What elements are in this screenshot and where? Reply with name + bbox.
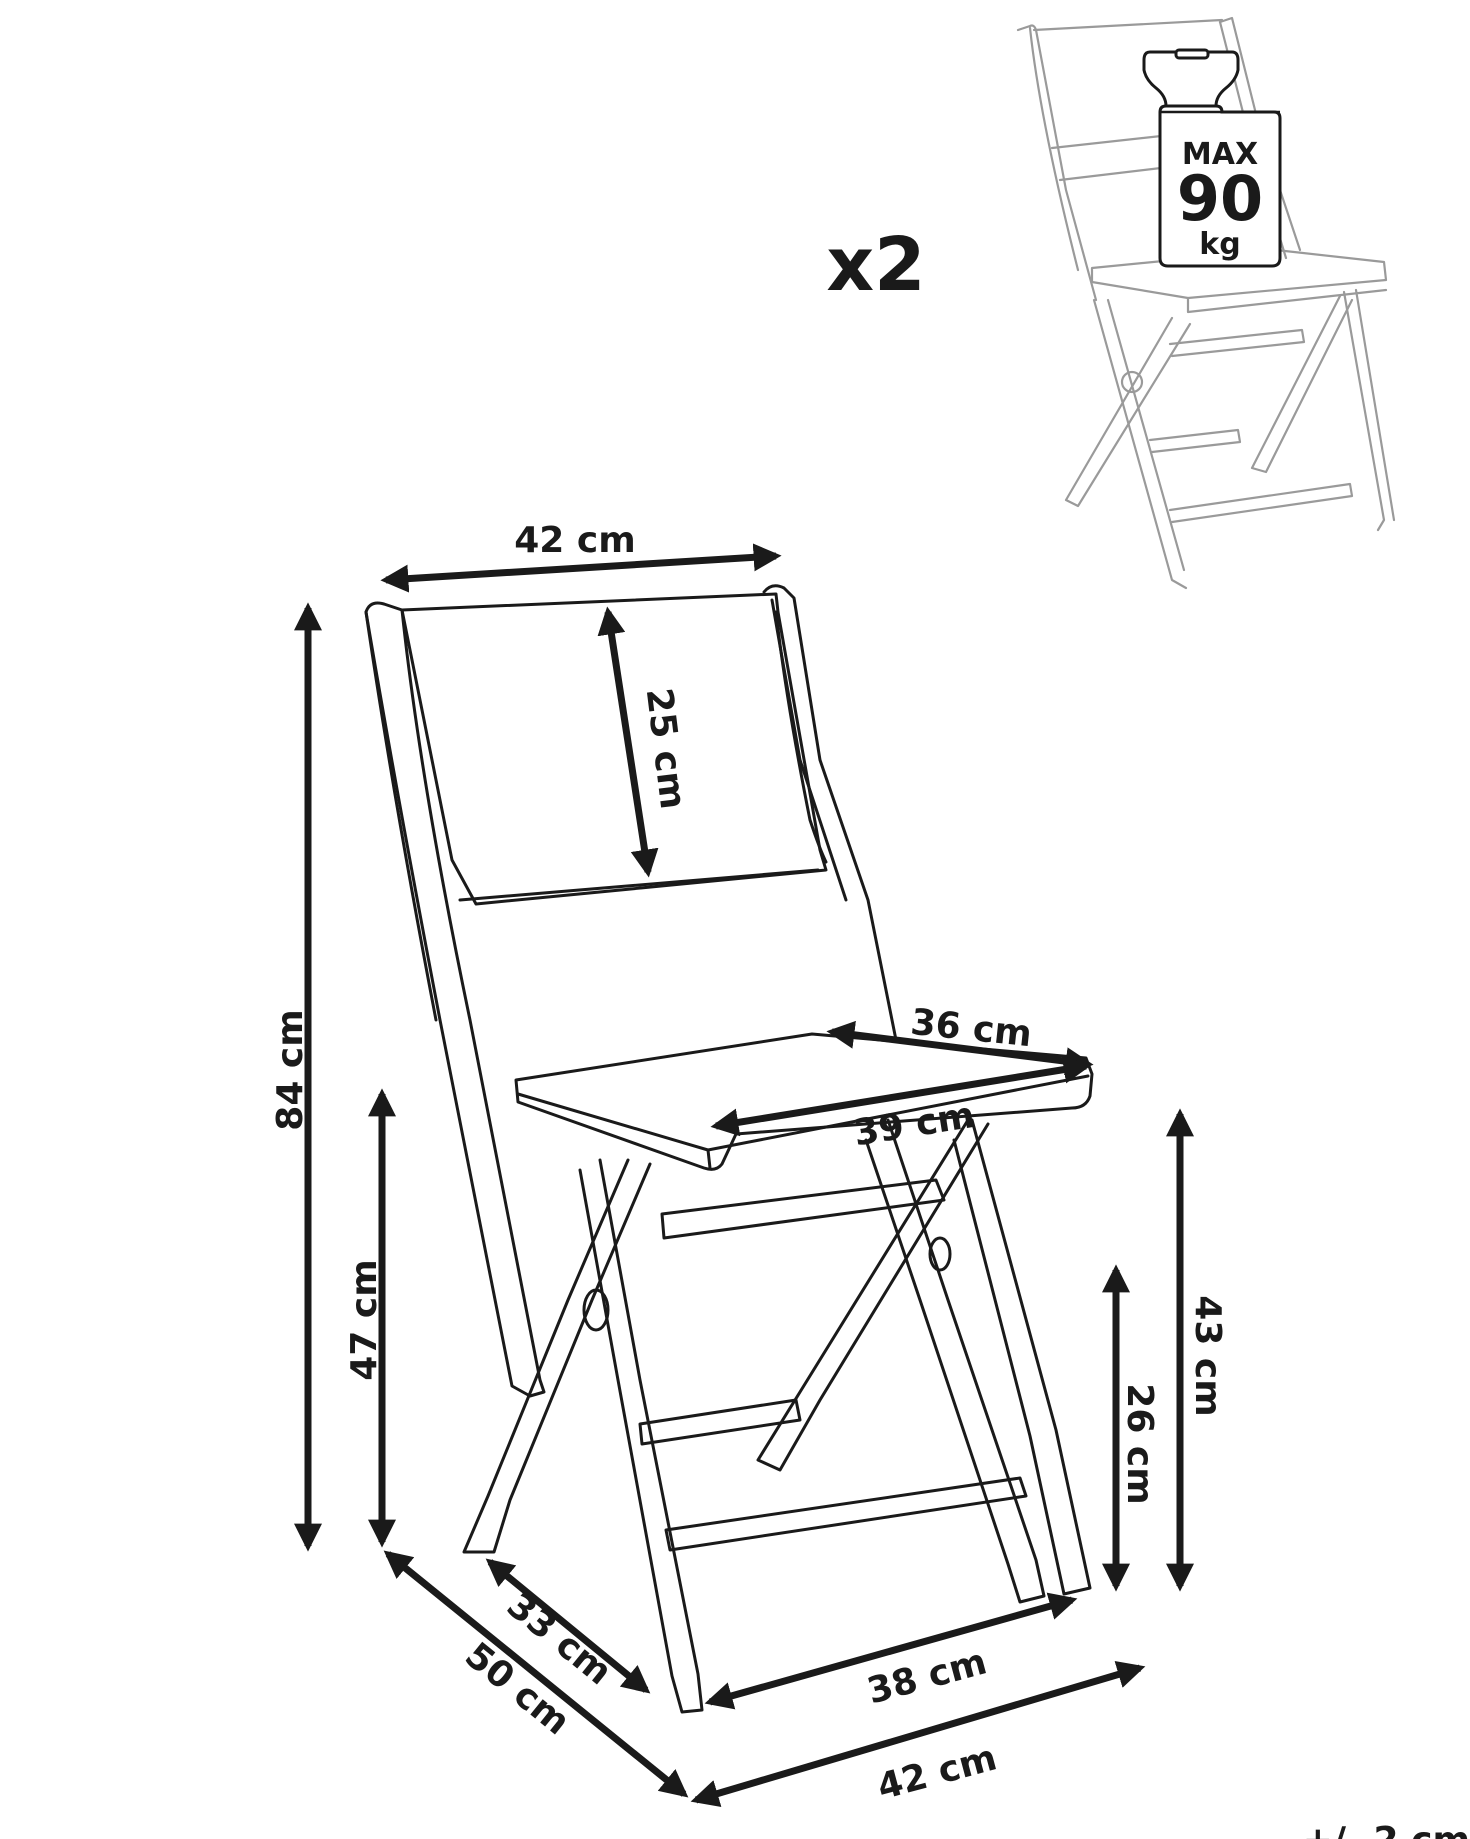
label-seat-height: 43 cm [1187, 1295, 1228, 1416]
dim-arrow-seat-width-front [710, 1055, 1092, 1137]
label-base-width-total: 42 cm [873, 1737, 1001, 1808]
label-backrest-height: 25 cm [638, 686, 693, 812]
label-backrest-width: 42 cm [514, 520, 635, 561]
label-armless-height: 47 cm [344, 1259, 385, 1380]
label-total-height: 84 cm [270, 1009, 311, 1130]
quantity-label: x2 [826, 222, 925, 308]
dim-arrow-base-width-total [690, 1660, 1146, 1808]
max-load-value: 90 [1177, 162, 1263, 235]
dim-arrow-depth-total [383, 1550, 689, 1798]
tolerance-note: +/- 2 cm [1303, 1820, 1470, 1839]
dim-arrow-backrest-height [597, 606, 659, 878]
dim-arrow-backrest-width [380, 543, 782, 593]
max-load-weight-icon [1142, 48, 1282, 268]
label-crossbar-height: 26 cm [1119, 1383, 1160, 1504]
dimension-arrows [294, 543, 1194, 1808]
ghost-chair-illustration [1016, 16, 1396, 590]
max-load-prefix: MAX [1182, 137, 1258, 172]
max-load-unit: kg [1199, 227, 1240, 262]
main-chair-illustration [364, 584, 1094, 1714]
